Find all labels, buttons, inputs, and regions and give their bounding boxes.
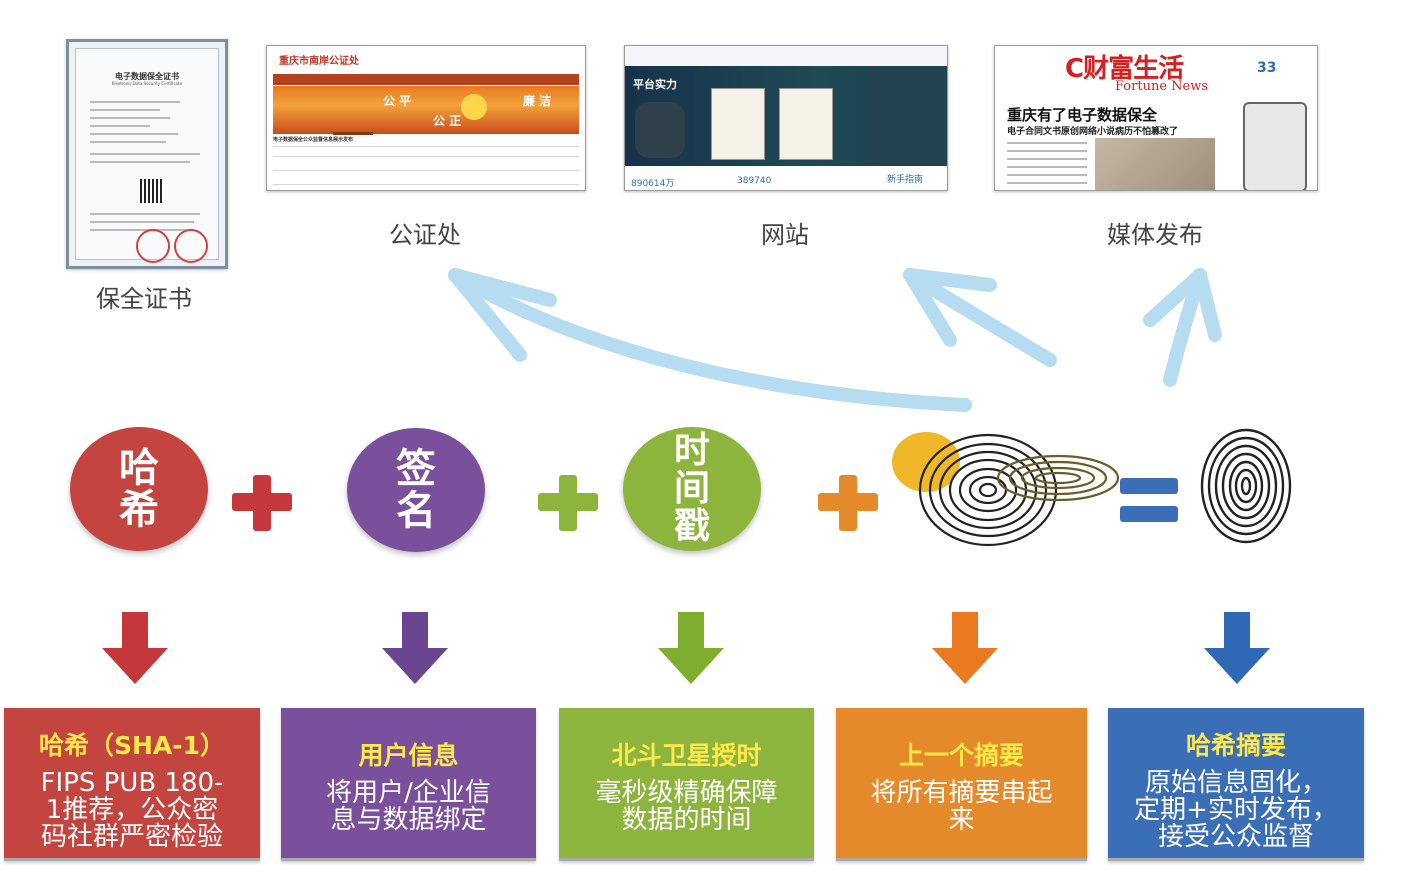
service-site-thumbnail: 平台实力 890614万 389740 新手指南 <box>624 45 948 191</box>
cert-subtitle: Electronic Data Security Certificate <box>111 81 183 86</box>
caption-notary: 公证处 <box>389 221 461 249</box>
newspaper-headline: 重庆有了电子数据保全 <box>1007 106 1158 124</box>
satellite-time-box: 北斗卫星授时 毫秒级精确保障 数据的时间 <box>559 708 814 861</box>
arrowhead-icon <box>903 268 997 292</box>
caption-website: 网站 <box>761 221 809 249</box>
down-arrow-icon <box>932 612 998 684</box>
down-arrow-icon <box>1204 612 1270 684</box>
down-arrow-icon <box>658 612 724 684</box>
arrow-to-notary-icon <box>448 268 972 412</box>
arrowhead-icon <box>903 268 957 347</box>
previous-digest-box: 上一个摘要 将所有摘要串起 来 <box>836 708 1087 861</box>
hash-box-title: 哈希（SHA-1） <box>38 731 226 760</box>
hash-box: 哈希（SHA-1） FIPS PUB 180- 1推荐，公众密 码社群严密检验 <box>4 708 260 861</box>
hero-text: 平台实力 <box>633 78 677 91</box>
arrow-to-website-icon <box>903 268 1057 367</box>
newspaper-subheadline: 电子合同文书原创网络小说病历不怕篡改了 <box>1007 127 1179 137</box>
down-arrow-icon <box>382 612 448 684</box>
caption-certificate: 保全证书 <box>96 285 192 313</box>
hash-circle: 哈 希 <box>70 427 208 551</box>
seal-icon <box>136 229 170 263</box>
hash-digest-box-title: 哈希摘要 <box>1185 731 1286 760</box>
fingerprint-icon <box>1200 428 1292 544</box>
notary-site-thumbnail: 重庆市南岸公证处 公 平 公 正 廉 洁 电子数据保全公众监督信息展示发布 <box>266 45 586 191</box>
cert-title: 电子数据保全证书 <box>115 72 179 81</box>
newspaper-name: C财富生活 <box>1065 54 1184 84</box>
fingerprint-chain-icon <box>892 432 1120 547</box>
user-info-box-body: 将用户/企业信 息与数据绑定 <box>326 778 491 835</box>
plus-icon <box>232 475 292 531</box>
notary-section-title: 电子数据保全公众监督信息展示发布 <box>273 137 354 143</box>
qr-code-icon <box>140 179 164 203</box>
guide-link: 新手指南 <box>887 175 924 185</box>
down-arrow-icon <box>102 612 168 684</box>
fist-icon <box>635 102 685 158</box>
hash-digest-box: 哈希摘要 原始信息固化， 定期+实时发布， 接受公众监督 <box>1108 708 1364 861</box>
notary-nav-bar <box>273 74 579 85</box>
certificate-thumbnail: 电子数据保全证书 Electronic Data Security Certif… <box>66 39 228 269</box>
arrowhead-icon <box>448 268 527 362</box>
satellite-time-box-title: 北斗卫星授时 <box>611 741 762 770</box>
arrowhead-icon <box>1193 268 1222 342</box>
arrowhead-icon <box>1143 268 1207 327</box>
equals-icon <box>1120 476 1178 526</box>
plus-icon <box>538 475 598 531</box>
scale-icon <box>333 88 373 135</box>
seal-icon <box>174 229 208 263</box>
plus-icon <box>818 475 878 531</box>
timestamp-circle: 时 间 戳 <box>623 427 761 551</box>
phone-icon <box>1243 102 1307 190</box>
hash-box-body: FIPS PUB 180- 1推荐，公众密 码社群严密检验 <box>40 768 224 852</box>
newspaper-photo <box>1095 138 1215 190</box>
caption-media: 媒体发布 <box>1107 221 1203 249</box>
satellite-time-box-body: 毫秒级精确保障 数据的时间 <box>595 778 778 835</box>
previous-digest-box-body: 将所有摘要串起 来 <box>870 778 1053 835</box>
notary-logo: 重庆市南岸公证处 <box>279 56 359 67</box>
notary-banner: 公 平 公 正 廉 洁 <box>273 86 579 135</box>
newspaper-thumbnail: C财富生活 Fortune News 33 重庆有了电子数据保全 电子合同文书原… <box>994 45 1318 191</box>
hash-digest-box-body: 原始信息固化， 定期+实时发布， 接受公众监督 <box>1134 768 1338 852</box>
user-info-box-title: 用户信息 <box>358 741 459 770</box>
arrowhead-icon <box>448 268 557 307</box>
signature-circle: 签 名 <box>347 428 485 552</box>
user-info-box: 用户信息 将用户/企业信 息与数据绑定 <box>281 708 536 861</box>
previous-digest-box-title: 上一个摘要 <box>898 741 1024 770</box>
